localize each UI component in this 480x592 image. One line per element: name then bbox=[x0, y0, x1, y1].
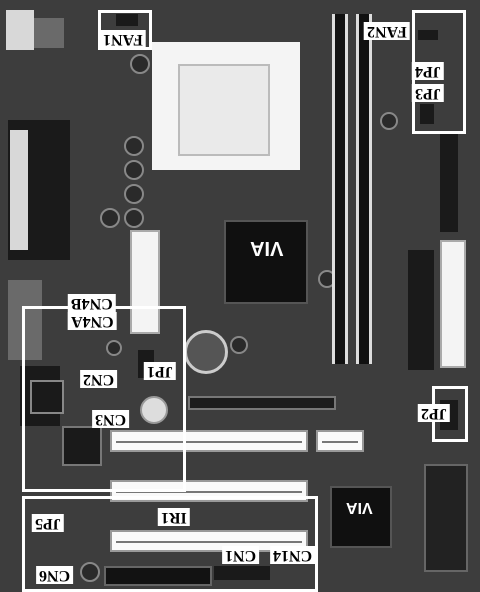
label-cn6: CN6 bbox=[36, 566, 74, 584]
label-cn14: CN14 bbox=[270, 546, 316, 564]
label-jp5: JP5 bbox=[32, 514, 64, 532]
fan1-header bbox=[116, 14, 138, 26]
label-cn1: CN1 bbox=[222, 546, 260, 564]
label-cn2: CN2 bbox=[80, 370, 118, 388]
capacitor bbox=[130, 54, 150, 74]
label-jp4: JP4 bbox=[412, 62, 444, 80]
io-bracket-top bbox=[6, 10, 34, 50]
label-cn4a: CN4A bbox=[68, 312, 117, 330]
capacitor bbox=[124, 160, 144, 180]
audio-codec-chip bbox=[62, 426, 102, 466]
capacitor bbox=[230, 336, 248, 354]
south-bridge-chip: VIA bbox=[330, 486, 392, 548]
cmos-battery bbox=[184, 330, 228, 374]
capacitor bbox=[124, 208, 144, 228]
serial-port bbox=[8, 280, 42, 360]
label-jp3: JP3 bbox=[412, 84, 444, 102]
header-pins bbox=[214, 566, 270, 580]
via-logo: VIA bbox=[250, 237, 284, 259]
label-fan1: FAN1 bbox=[100, 30, 146, 48]
audio-chip-2 bbox=[30, 380, 64, 414]
fan1-highlight bbox=[98, 10, 152, 50]
usb-port bbox=[34, 18, 64, 48]
capacitor bbox=[80, 562, 100, 582]
capacitor bbox=[380, 112, 398, 130]
speaker-buzzer bbox=[140, 396, 168, 424]
cpu-socket-center bbox=[178, 64, 270, 156]
fan2-header bbox=[418, 30, 438, 40]
capacitor bbox=[124, 184, 144, 204]
agp-slot bbox=[188, 396, 336, 410]
capacitor bbox=[124, 136, 144, 156]
bios-chip bbox=[424, 464, 468, 572]
label-cn4b: CN4B bbox=[68, 294, 116, 312]
pci-slot-1b bbox=[316, 430, 364, 452]
north-bridge-chip: VIA bbox=[224, 220, 308, 304]
capacitor bbox=[106, 340, 122, 356]
bottom-connector-group-highlight bbox=[22, 496, 318, 592]
label-cn3: CN3 bbox=[92, 410, 130, 428]
floppy-connector bbox=[408, 250, 434, 370]
capacitor bbox=[100, 208, 120, 228]
label-jp2: JP2 bbox=[418, 404, 450, 422]
jumper-block bbox=[420, 104, 434, 124]
isa-slot bbox=[104, 566, 212, 586]
ide-connector-secondary bbox=[440, 132, 458, 232]
parallel-port-shell bbox=[10, 130, 28, 250]
pci-slot-1 bbox=[110, 430, 308, 452]
atx-power-connector bbox=[130, 230, 160, 334]
left-header-group-highlight bbox=[22, 306, 186, 492]
dimm-slot-2 bbox=[356, 14, 372, 364]
ide-connector-primary bbox=[440, 240, 466, 368]
via-logo: VIA bbox=[346, 499, 373, 516]
dimm-slot-1 bbox=[332, 14, 348, 364]
label-ir1: IR1 bbox=[158, 508, 190, 526]
label-jp1: JP1 bbox=[144, 362, 176, 380]
label-fan2: FAN2 bbox=[364, 22, 410, 40]
